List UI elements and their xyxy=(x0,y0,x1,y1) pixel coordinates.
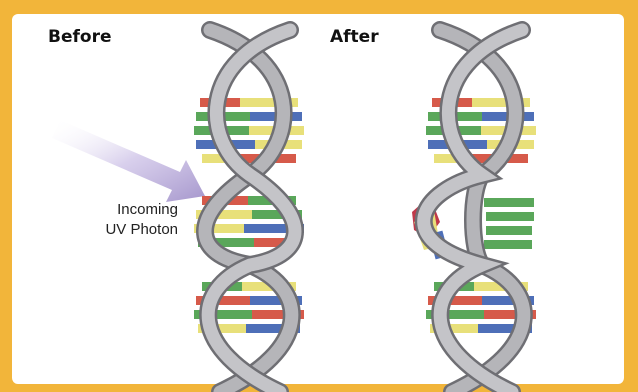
dna-after xyxy=(412,30,536,392)
uv-photon-arrow xyxy=(52,120,205,202)
dna-before xyxy=(194,30,304,392)
uv-photon-label-line2: UV Photon xyxy=(60,220,178,240)
after-heading: After xyxy=(330,27,379,47)
uv-photon-label: Incoming UV Photon xyxy=(60,200,178,240)
uv-photon-label-line1: Incoming xyxy=(60,200,178,220)
before-heading: Before xyxy=(48,27,111,47)
backbone-after xyxy=(424,30,524,392)
